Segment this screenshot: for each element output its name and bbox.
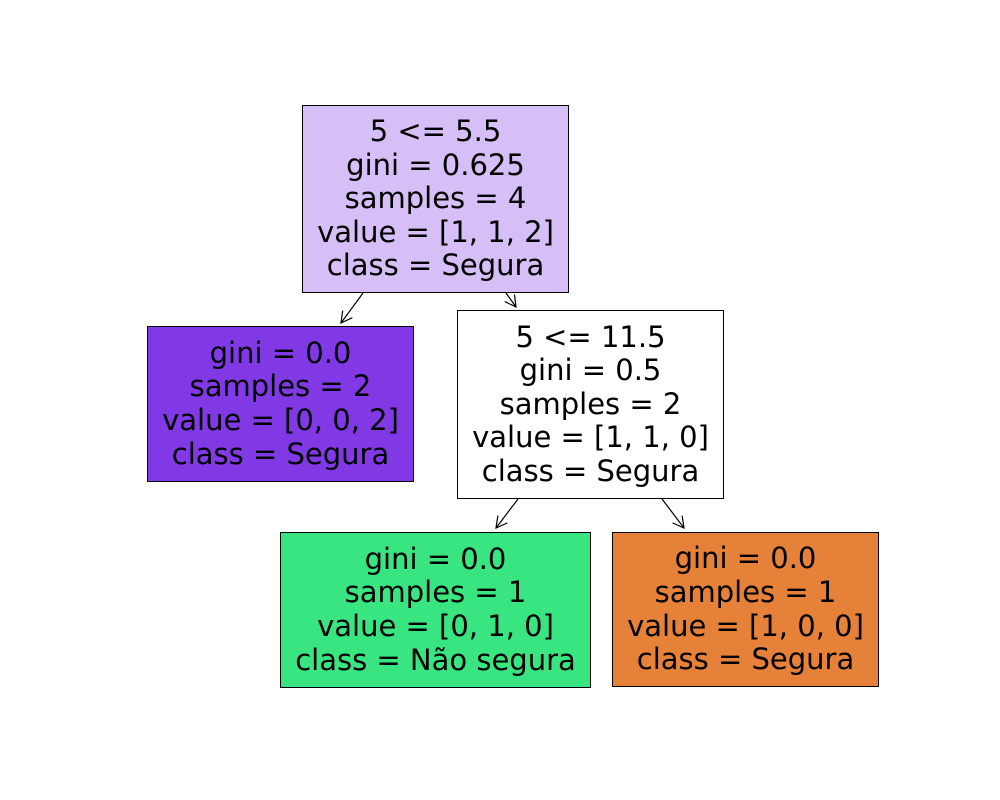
tree-node-leaf-nao-segura: gini = 0.0 samples = 1 value = [0, 1, 0]… — [280, 532, 591, 688]
edge-split2-to-leaf-right — [661, 498, 685, 529]
node-samples: samples = 1 — [344, 575, 527, 610]
node-gini: gini = 0.0 — [674, 541, 817, 576]
tree-node-root: 5 <= 5.5 gini = 0.625 samples = 4 value … — [302, 105, 569, 293]
node-value: value = [1, 0, 0] — [627, 608, 864, 643]
edge-root-to-split2 — [504, 292, 517, 309]
node-value: value = [1, 1, 2] — [317, 214, 554, 249]
node-gini: gini = 0.5 — [519, 353, 662, 388]
tree-node-leaf-segura: gini = 0.0 samples = 1 value = [1, 0, 0]… — [612, 532, 879, 687]
node-gini: gini = 0.625 — [346, 147, 525, 182]
node-class: class = Segura — [171, 436, 390, 471]
node-condition: 5 <= 11.5 — [515, 319, 666, 354]
node-value: value = [1, 1, 0] — [472, 420, 709, 455]
node-class: class = Segura — [636, 642, 855, 677]
node-value: value = [0, 1, 0] — [317, 609, 554, 643]
tree-node-split: 5 <= 11.5 gini = 0.5 samples = 2 value =… — [457, 310, 724, 499]
tree-node-left-leaf: gini = 0.0 samples = 2 value = [0, 0, 2]… — [147, 326, 414, 482]
node-samples: samples = 1 — [654, 574, 837, 609]
node-class: class = Segura — [326, 248, 545, 283]
node-samples: samples = 2 — [189, 369, 372, 404]
node-class: class = Não segura — [295, 642, 576, 677]
node-value: value = [0, 0, 2] — [162, 403, 399, 437]
node-samples: samples = 4 — [344, 181, 527, 216]
edge-split2-to-leaf-mid — [495, 498, 519, 529]
node-condition: 5 <= 5.5 — [369, 114, 502, 149]
edge-root-to-left — [340, 292, 364, 325]
node-gini: gini = 0.0 — [209, 335, 352, 370]
node-samples: samples = 2 — [499, 386, 682, 421]
node-class: class = Segura — [481, 453, 700, 488]
node-gini: gini = 0.0 — [364, 541, 507, 576]
